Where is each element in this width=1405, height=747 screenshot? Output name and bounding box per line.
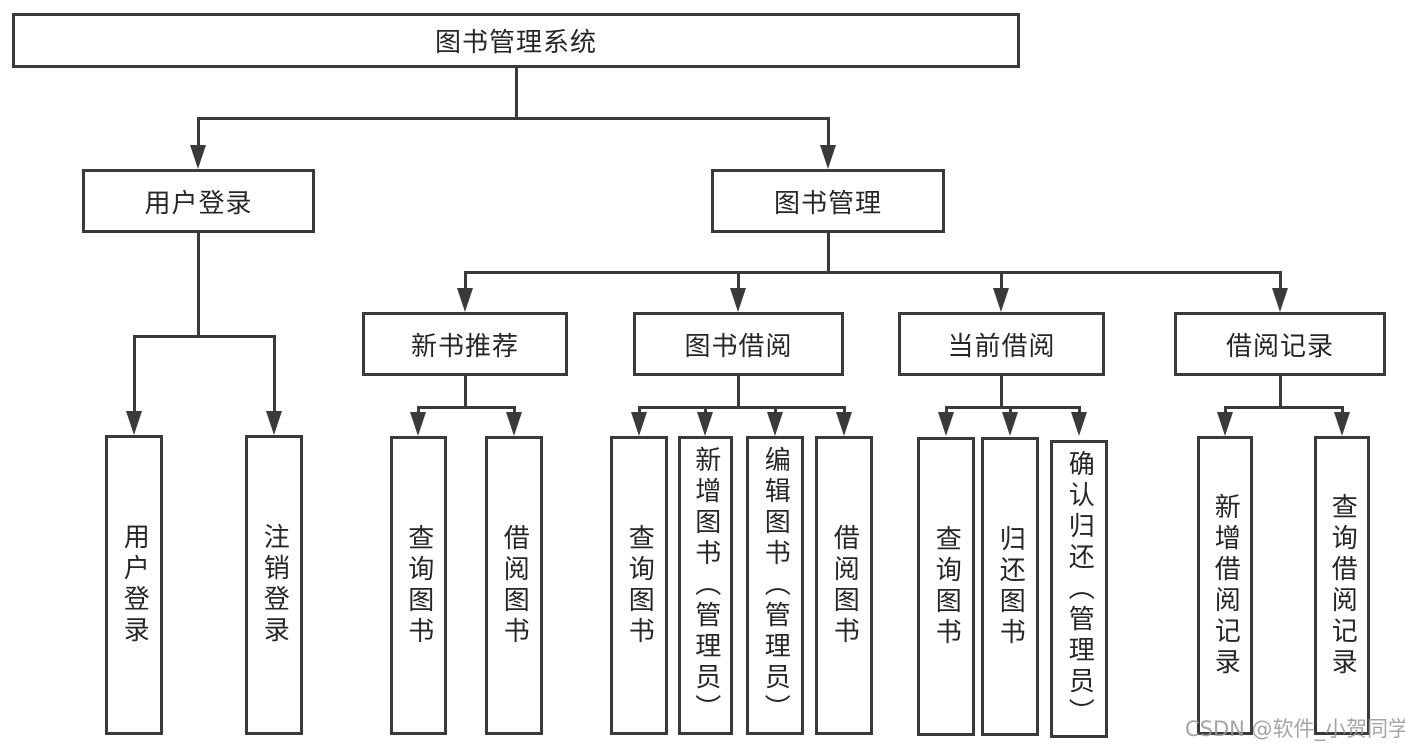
arrowhead-down-icon bbox=[836, 412, 852, 436]
connector-bar bbox=[637, 405, 846, 409]
node-leaf-edit-book-admin: 编辑图书（管理员） bbox=[746, 436, 804, 735]
node-borrowing-records-label: 借阅记录 bbox=[1225, 331, 1334, 362]
node-leaf-borrowing-query-book: 查询图书 bbox=[610, 436, 668, 735]
connector-drop bbox=[736, 272, 740, 294]
node-root-label: 图书管理系统 bbox=[434, 28, 597, 58]
node-book-management: 图书管理 bbox=[711, 169, 945, 233]
connector-drop bbox=[463, 272, 467, 294]
arrowhead-down-icon bbox=[506, 412, 522, 436]
connector-drop bbox=[1278, 272, 1282, 294]
node-new-book-recommend: 新书推荐 bbox=[362, 312, 568, 376]
node-leaf-logout-label: 注销登录 bbox=[259, 523, 290, 647]
node-leaf-query-borrow-record-label: 查询借阅记录 bbox=[1327, 492, 1358, 679]
node-leaf-add-book-admin-label: 新增图书（管理员） bbox=[690, 446, 721, 725]
node-leaf-current-query-book-label: 查询图书 bbox=[931, 524, 962, 649]
node-root: 图书管理系统 bbox=[12, 13, 1020, 68]
connector-stem bbox=[463, 376, 467, 409]
connector-drop bbox=[196, 118, 200, 151]
connector-stem bbox=[1278, 376, 1282, 409]
arrowhead-down-icon bbox=[1334, 412, 1350, 436]
node-leaf-recommend-borrow-book: 借阅图书 bbox=[485, 436, 543, 735]
connector-stem bbox=[514, 68, 518, 120]
connector-stem bbox=[196, 233, 200, 338]
arrowhead-down-icon bbox=[820, 145, 836, 169]
node-leaf-edit-book-admin-label: 编辑图书（管理员） bbox=[760, 446, 791, 725]
node-leaf-user-login: 用户登录 bbox=[105, 435, 163, 735]
connector-bar bbox=[944, 405, 1081, 409]
node-leaf-borrowing-query-book-label: 查询图书 bbox=[624, 523, 655, 648]
node-user-login-label: 用户登录 bbox=[144, 188, 253, 219]
connector-stem bbox=[826, 233, 830, 274]
node-leaf-logout: 注销登录 bbox=[245, 435, 303, 735]
connector-bar bbox=[416, 405, 516, 409]
node-leaf-add-book-admin: 新增图书（管理员） bbox=[678, 436, 733, 735]
arrowhead-down-icon bbox=[1071, 412, 1087, 436]
connector-bar bbox=[196, 116, 830, 120]
node-new-book-recommend-label: 新书推荐 bbox=[410, 331, 519, 362]
connector-drop bbox=[132, 336, 136, 417]
node-user-login: 用户登录 bbox=[82, 169, 315, 233]
arrowhead-down-icon bbox=[697, 412, 713, 436]
node-leaf-borrowing-borrow-book: 借阅图书 bbox=[815, 436, 873, 735]
node-current-borrowing: 当前借阅 bbox=[898, 312, 1105, 376]
arrowhead-down-icon bbox=[993, 288, 1009, 312]
arrowhead-down-icon bbox=[631, 412, 647, 436]
node-book-borrowing: 图书借阅 bbox=[633, 312, 844, 376]
node-leaf-current-query-book: 查询图书 bbox=[917, 437, 975, 736]
node-leaf-confirm-return-admin-label: 确认归还（管理员） bbox=[1064, 449, 1095, 729]
node-leaf-add-borrow-record: 新增借阅记录 bbox=[1197, 436, 1253, 735]
connector-bar bbox=[463, 270, 1282, 274]
node-leaf-add-borrow-record-label: 新增借阅记录 bbox=[1210, 492, 1241, 679]
node-borrowing-records: 借阅记录 bbox=[1174, 312, 1386, 376]
node-leaf-return-book: 归还图书 bbox=[981, 437, 1039, 736]
node-book-management-label: 图书管理 bbox=[773, 188, 882, 219]
node-book-borrowing-label: 图书借阅 bbox=[684, 331, 793, 362]
connector-drop bbox=[826, 118, 830, 151]
node-leaf-recommend-query-book: 查询图书 bbox=[390, 436, 447, 735]
connector-bar bbox=[1223, 405, 1344, 409]
node-leaf-recommend-borrow-book-label: 借阅图书 bbox=[499, 523, 530, 648]
node-leaf-recommend-query-book-label: 查询图书 bbox=[403, 523, 434, 648]
connector-drop bbox=[999, 272, 1003, 294]
node-leaf-confirm-return-admin: 确认归还（管理员） bbox=[1050, 440, 1108, 738]
connector-bar bbox=[132, 334, 276, 338]
arrowhead-down-icon bbox=[266, 411, 282, 435]
csdn-watermark: CSDN @软件_小贺同学 bbox=[1185, 717, 1405, 741]
node-leaf-return-book-label: 归还图书 bbox=[995, 524, 1026, 649]
arrowhead-down-icon bbox=[126, 411, 142, 435]
arrowhead-down-icon bbox=[1272, 288, 1288, 312]
node-current-borrowing-label: 当前借阅 bbox=[947, 331, 1056, 362]
arrowhead-down-icon bbox=[457, 288, 473, 312]
arrowhead-down-icon bbox=[1002, 412, 1018, 436]
node-leaf-query-borrow-record: 查询借阅记录 bbox=[1314, 436, 1370, 735]
arrowhead-down-icon bbox=[1217, 412, 1233, 436]
arrowhead-down-icon bbox=[767, 412, 783, 436]
connector-stem bbox=[736, 376, 740, 409]
arrowhead-down-icon bbox=[730, 288, 746, 312]
arrowhead-down-icon bbox=[190, 145, 206, 169]
arrowhead-down-icon bbox=[410, 412, 426, 436]
connector-stem bbox=[999, 376, 1003, 409]
node-leaf-borrowing-borrow-book-label: 借阅图书 bbox=[829, 523, 860, 648]
arrowhead-down-icon bbox=[938, 412, 954, 436]
node-leaf-user-login-label: 用户登录 bbox=[119, 523, 150, 647]
connector-drop bbox=[272, 336, 276, 417]
